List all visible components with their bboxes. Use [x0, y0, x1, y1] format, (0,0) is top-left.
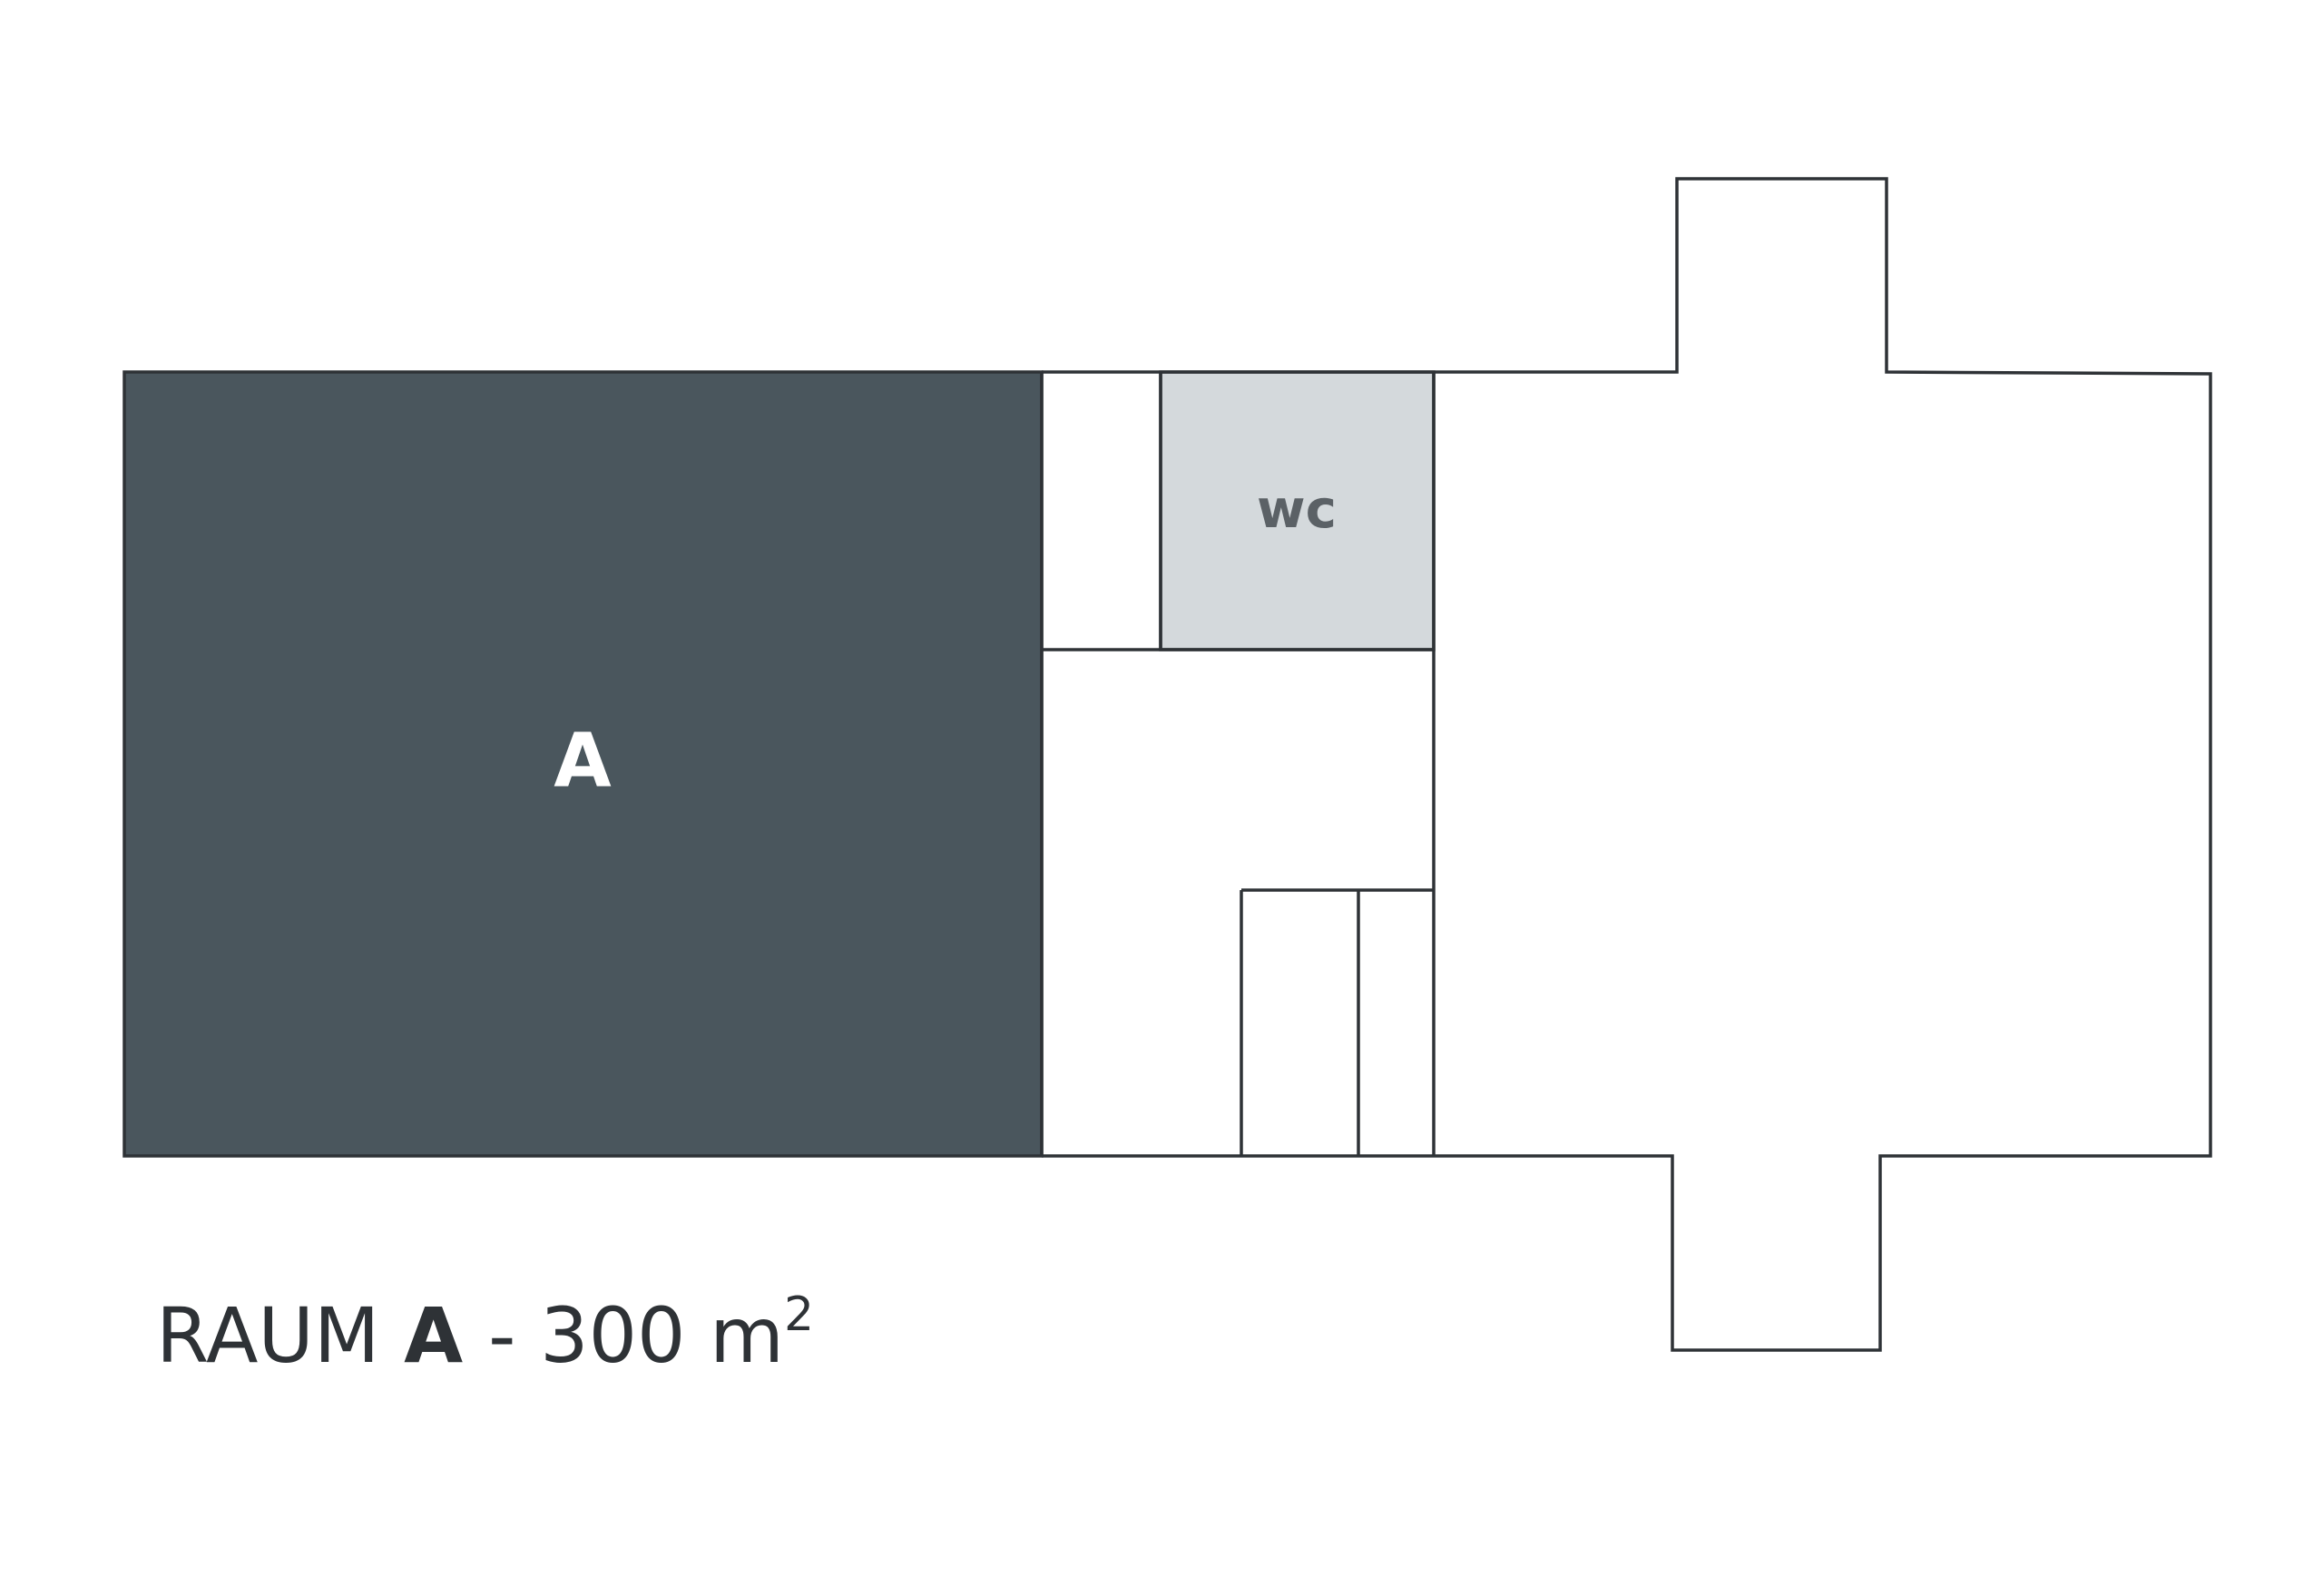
room-wc-label: wc — [1257, 478, 1337, 540]
room-caption: RAUM A- 300 m2 — [156, 1290, 814, 1381]
caption-prefix: RAUM — [156, 1291, 380, 1380]
caption-area-exponent: 2 — [784, 1288, 815, 1342]
caption-room: A — [404, 1291, 464, 1380]
room-a[interactable]: A — [123, 370, 1044, 1158]
caption-area-unit: m — [710, 1291, 784, 1380]
building-outline — [1042, 177, 2212, 1352]
room-wc[interactable]: wc — [1159, 370, 1436, 651]
caption-area-value: 300 — [540, 1291, 686, 1380]
room-a-label: A — [554, 718, 612, 804]
caption-separator: - — [488, 1291, 516, 1380]
room-a-area[interactable] — [123, 370, 1044, 1158]
